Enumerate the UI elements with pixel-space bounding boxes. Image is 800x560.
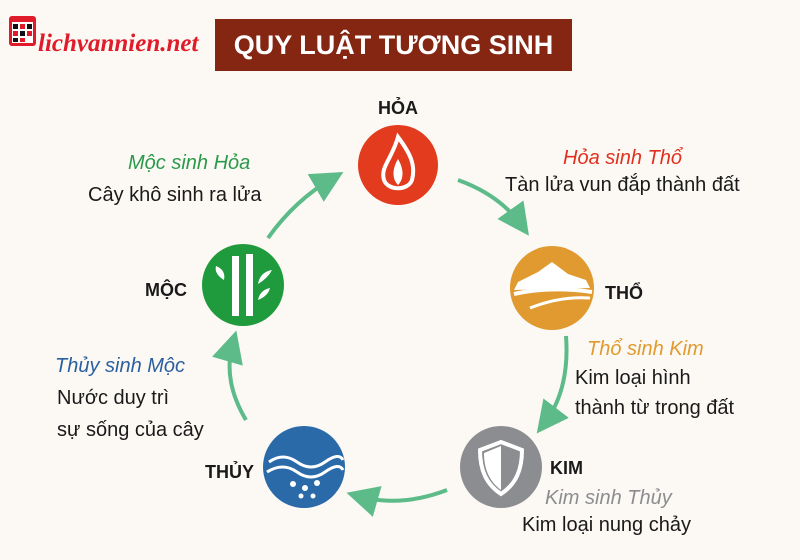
tho-kim-desc-1: Kim loại hình: [575, 367, 691, 389]
moc-circle: [202, 244, 284, 326]
mountain-icon: [513, 262, 593, 310]
moc-label: MỘC: [145, 280, 187, 300]
thuy-moc-desc-2: sự sống của cây: [57, 419, 204, 441]
tho-kim-title: Thổ sinh Kim: [587, 338, 704, 360]
logo-text: lichvannien.net: [38, 30, 199, 57]
tho-circle: [510, 246, 594, 330]
logo: lichvannien.net: [8, 10, 198, 57]
shield-icon: [477, 439, 525, 497]
arrow-moc-hoa: [266, 171, 344, 240]
wave-icon: [266, 455, 345, 499]
thuy-moc-title: Thủy sinh Mộc: [55, 355, 186, 377]
thuy-circle: [263, 426, 345, 508]
hoa-tho-title: Hỏa sinh Thổ: [563, 147, 682, 169]
tho-kim-desc-2: thành từ trong đất: [575, 397, 735, 419]
hoa-circle: [358, 125, 438, 205]
flame-icon: [381, 132, 416, 191]
hoa-label: HỎA: [378, 98, 418, 118]
kim-circle: [460, 426, 542, 508]
hoa-tho-desc: Tàn lửa vun đắp thành đất: [505, 174, 740, 196]
moc-hoa-title: Mộc sinh Hỏa: [128, 152, 251, 174]
arrow-thuy-moc: [212, 330, 248, 422]
bamboo-icon: [215, 254, 272, 316]
kim-thuy-desc: Kim loại nung chảy: [522, 514, 691, 536]
moc-hoa-desc: Cây khô sinh ra lửa: [88, 184, 262, 206]
kim-thuy-title: Kim sinh Thủy: [545, 487, 672, 509]
calendar-icon: [9, 16, 36, 46]
arrow-tho-kim: [536, 335, 569, 434]
thuy-moc-desc-1: Nước duy trì: [57, 387, 170, 409]
arrow-hoa-tho: [457, 178, 529, 236]
page-title: QUY LUẬT TƯƠNG SINH: [215, 19, 572, 71]
tho-label: THỔ: [605, 283, 643, 303]
thuy-label: THỦY: [205, 462, 254, 482]
kim-label: KIM: [550, 458, 583, 478]
arrow-kim-thuy: [346, 486, 448, 517]
